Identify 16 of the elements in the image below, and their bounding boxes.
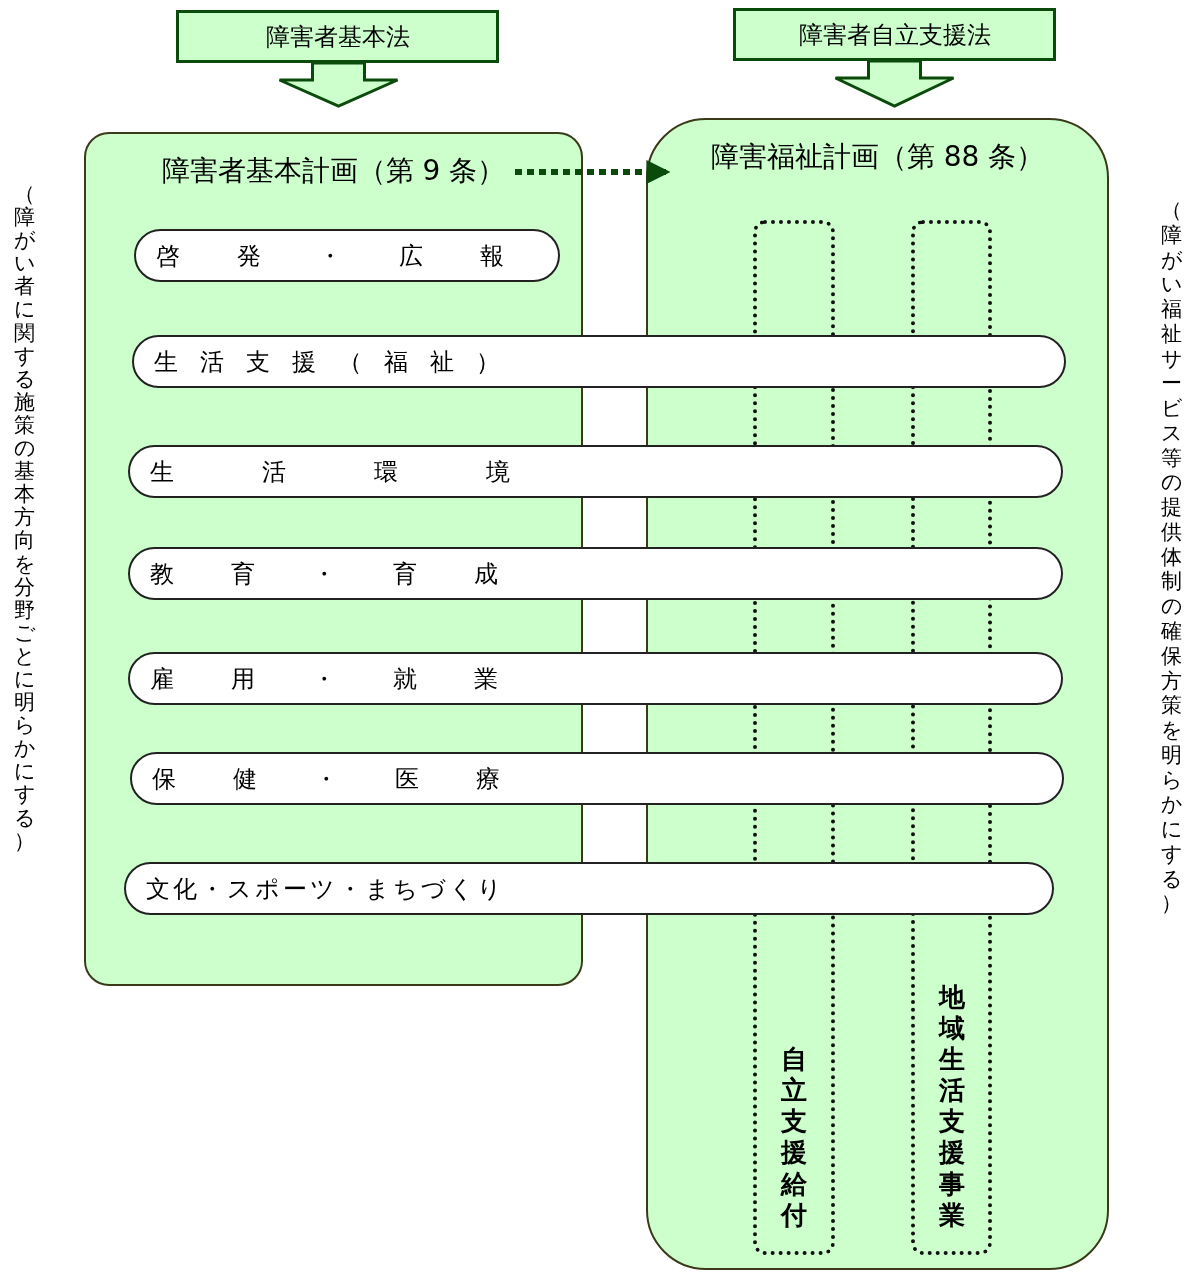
policy-bar: 生活環境	[128, 445, 1063, 498]
policy-bar: 保健・医療	[130, 752, 1064, 805]
policy-bar: 教育・育成	[128, 547, 1063, 600]
policy-bar: 啓発・広報	[134, 229, 560, 282]
plan-heading: 障害者基本計画（第 9 条）	[160, 153, 507, 189]
block-arrow	[278, 61, 399, 108]
policy-bar: 生活支援（福祉）	[132, 335, 1066, 388]
law-box: 障害者自立支援法	[733, 8, 1056, 61]
side-note: （障がい福祉サービス等の提供体制の確保方策を明らかにする）	[1161, 198, 1182, 917]
policy-bar: 文化・スポーツ・まちづくり	[124, 862, 1054, 915]
block-arrow	[834, 59, 955, 108]
policy-bar: 雇用・就業	[128, 652, 1063, 705]
law-box: 障害者基本法	[176, 10, 499, 63]
dotted-arrow	[515, 160, 671, 184]
plan-heading: 障害福祉計画（第 88 条）	[709, 139, 1046, 175]
side-note: （障がい者に関する施策の基本方向を分野ごとに明らかにする）	[14, 183, 35, 853]
